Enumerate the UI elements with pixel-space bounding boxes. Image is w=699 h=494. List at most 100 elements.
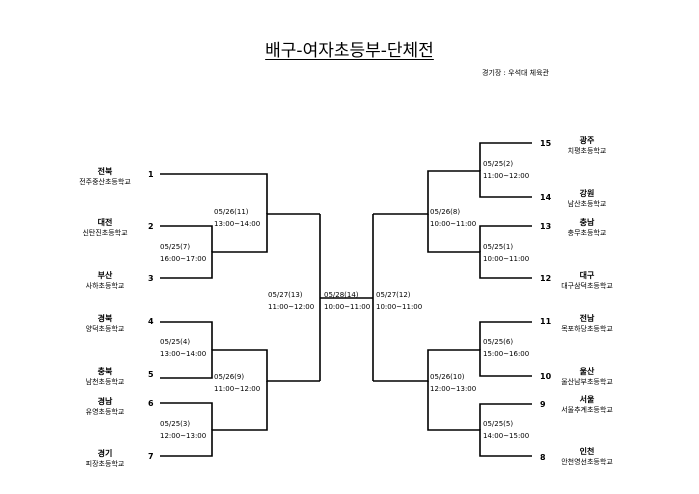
match-date: 05/25(5) bbox=[483, 420, 514, 428]
bracket-line-r13 bbox=[479, 225, 532, 252]
team-right-11: 전남 목포하당초등학교 bbox=[555, 313, 619, 334]
team-region: 경기 bbox=[97, 449, 113, 458]
match-info: 05/27(12) 10:00~11:00 bbox=[376, 289, 422, 313]
team-school: 전주중산초등학교 bbox=[79, 178, 131, 186]
match-time: 10:00~11:00 bbox=[430, 220, 477, 228]
match-time: 11:00~12:00 bbox=[483, 172, 530, 180]
match-info: 05/26(11) 13:00~14:00 bbox=[214, 206, 260, 230]
seed-number: 14 bbox=[540, 193, 552, 202]
team-school: 유영초등학교 bbox=[85, 408, 125, 416]
bracket-line-r14 bbox=[373, 170, 532, 215]
match-info: 05/26(8) 10:00~11:00 bbox=[430, 206, 476, 230]
team-right-13: 충남 충무초등학교 bbox=[555, 217, 619, 238]
team-school: 사하초등학교 bbox=[85, 282, 125, 290]
seed-number: 15 bbox=[540, 139, 552, 148]
match-date: 05/25(6) bbox=[483, 338, 514, 346]
team-region: 대구 bbox=[579, 271, 595, 280]
match-time: 12:00~13:00 bbox=[160, 432, 207, 440]
bracket-line-l5 bbox=[160, 349, 320, 382]
match-info: 05/25(5) 14:00~15:00 bbox=[483, 418, 529, 442]
team-school: 양덕초등학교 bbox=[85, 325, 125, 333]
team-right-10: 울산 울산남부초등학교 bbox=[555, 366, 619, 387]
match-time: 11:00~12:00 bbox=[268, 303, 315, 311]
match-date: 05/27(12) bbox=[376, 291, 411, 299]
team-left-2: 대전 신탄진초등학교 bbox=[70, 217, 140, 238]
team-right-15: 광주 치평초등학교 bbox=[555, 135, 619, 156]
match-date: 05/25(3) bbox=[160, 420, 191, 428]
seed-number: 1 bbox=[148, 170, 154, 179]
team-region: 광주 bbox=[579, 136, 595, 145]
bracket-line-l1 bbox=[160, 173, 268, 214]
seed-number: 8 bbox=[540, 453, 546, 462]
team-left-5: 충북 남천초등학교 bbox=[70, 366, 140, 387]
team-school: 신탄진초등학교 bbox=[82, 229, 128, 237]
match-date: 05/26(11) bbox=[214, 208, 249, 216]
match-info: 05/25(4) 13:00~14:00 bbox=[160, 336, 206, 360]
match-date: 05/27(13) bbox=[268, 291, 303, 299]
match-time: 14:00~15:00 bbox=[483, 432, 530, 440]
match-info: 05/27(13) 11:00~12:00 bbox=[268, 289, 314, 313]
seed-number: 10 bbox=[540, 372, 552, 381]
match-info: 05/25(3) 12:00~13:00 bbox=[160, 418, 206, 442]
match-date: 05/25(2) bbox=[483, 160, 514, 168]
seed-number: 12 bbox=[540, 274, 552, 283]
team-region: 대전 bbox=[97, 218, 113, 227]
match-time: 10:00~11:00 bbox=[483, 255, 530, 263]
bracket-line-l6 bbox=[160, 402, 213, 430]
match-date: 05/26(10) bbox=[430, 373, 465, 381]
bracket-line-r11 bbox=[479, 321, 532, 350]
team-region: 충남 bbox=[579, 218, 595, 227]
team-left-4: 경북 양덕초등학교 bbox=[70, 313, 140, 334]
bracket-line-l7 bbox=[160, 381, 268, 457]
team-right-8: 인천 안천영선초등학교 bbox=[555, 446, 619, 467]
team-right-12: 대구 대구삼덕초등학교 bbox=[555, 270, 619, 291]
team-region: 전북 bbox=[97, 167, 113, 176]
team-school: 남천초등학교 bbox=[85, 378, 125, 386]
seed-number: 11 bbox=[540, 317, 552, 326]
match-info: 05/26(9) 11:00~12:00 bbox=[214, 371, 260, 395]
team-left-1: 전북 전주중산초등학교 bbox=[70, 166, 140, 187]
bracket-line-r12 bbox=[427, 214, 532, 279]
match-time: 13:00~14:00 bbox=[214, 220, 261, 228]
team-school: 안천영선초등학교 bbox=[561, 458, 613, 466]
match-date: 05/25(1) bbox=[483, 243, 514, 251]
match-info: 05/25(2) 11:00~12:00 bbox=[483, 158, 529, 182]
team-school: 남산초등학교 bbox=[567, 200, 607, 208]
seed-number: 3 bbox=[148, 274, 154, 283]
bracket-line-r10 bbox=[373, 349, 532, 382]
team-region: 강원 bbox=[579, 189, 595, 198]
team-left-7: 경기 피장초등학교 bbox=[70, 448, 140, 469]
match-time: 10:00~11:00 bbox=[376, 303, 423, 311]
page-title: 배구-여자초등부-단체전 bbox=[265, 41, 434, 61]
match-info: 05/25(1) 10:00~11:00 bbox=[483, 241, 529, 265]
bracket-line-r15 bbox=[479, 142, 532, 171]
match-date: 05/28(14) bbox=[324, 291, 359, 299]
seed-number: 4 bbox=[148, 317, 154, 326]
match-date: 05/26(9) bbox=[214, 373, 245, 381]
match-time: 12:00~13:00 bbox=[430, 385, 477, 393]
team-school: 치평초등학교 bbox=[567, 147, 607, 155]
bracket-line-r9 bbox=[479, 403, 532, 430]
venue-label: 경기장 : 우석대 체육관 bbox=[482, 69, 549, 77]
bracket-line-l4 bbox=[160, 321, 213, 350]
match-time: 13:00~14:00 bbox=[160, 350, 207, 358]
match-date: 05/26(8) bbox=[430, 208, 461, 216]
bracket-line-l2 bbox=[160, 225, 213, 252]
seed-number: 5 bbox=[148, 370, 154, 379]
team-school: 충무초등학교 bbox=[567, 229, 607, 237]
seed-number: 6 bbox=[148, 399, 154, 408]
team-region: 울산 bbox=[579, 367, 595, 376]
team-region: 경남 bbox=[97, 397, 113, 406]
seed-number: 9 bbox=[540, 400, 546, 409]
team-region: 충북 bbox=[97, 367, 113, 376]
team-region: 부산 bbox=[97, 271, 113, 280]
team-region: 경북 bbox=[97, 314, 113, 323]
seed-number: 13 bbox=[540, 222, 552, 231]
match-time: 16:00~17:00 bbox=[160, 255, 207, 263]
match-time: 11:00~12:00 bbox=[214, 385, 261, 393]
team-region: 전남 bbox=[579, 314, 595, 323]
team-school: 서울추계초등학교 bbox=[561, 406, 613, 414]
team-right-14: 강원 남산초등학교 bbox=[555, 188, 619, 209]
team-school: 피장초등학교 bbox=[85, 460, 125, 468]
